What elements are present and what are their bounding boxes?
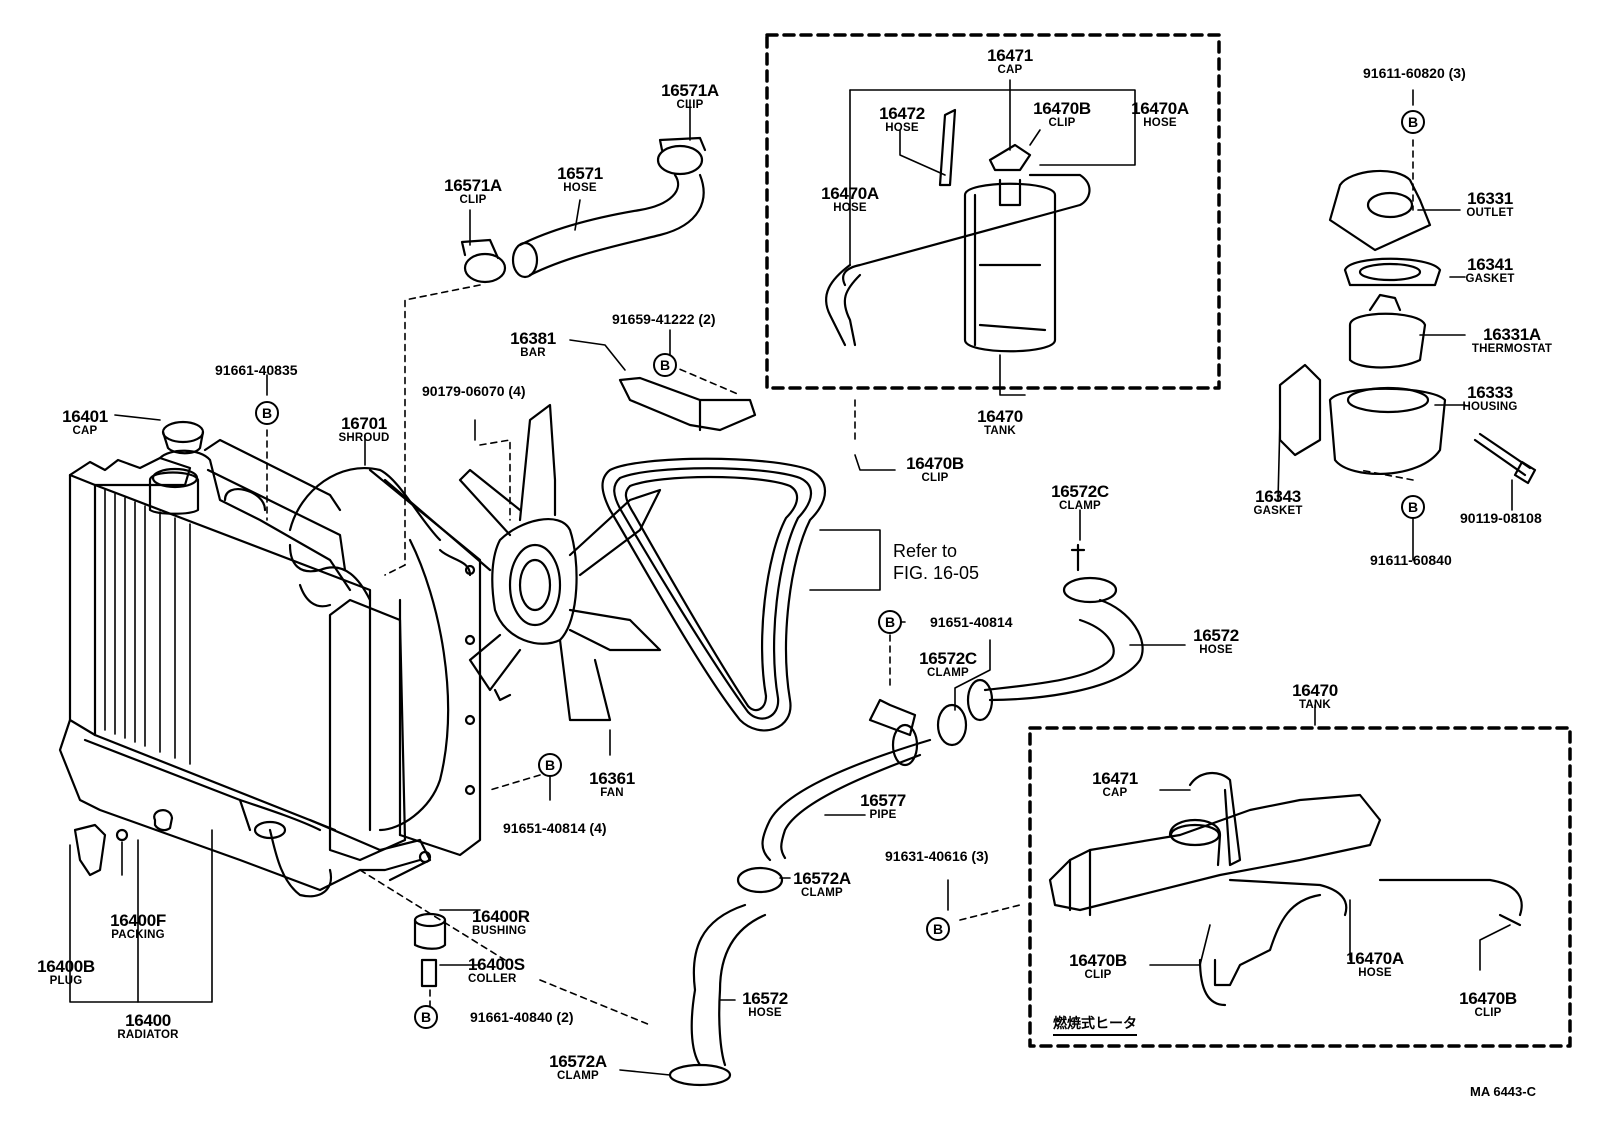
bolt-ref-91661-40835: 91661-40835: [215, 362, 298, 378]
small-parts-drawing: [73, 809, 447, 988]
bolt-symbol: B: [878, 610, 902, 634]
heater-tank-box: [1028, 726, 1572, 1048]
drawing-code: MA 6443-C: [1470, 1084, 1536, 1099]
bolt-symbol: B: [926, 917, 950, 941]
bolt-symbol: B: [255, 401, 279, 425]
lower-hose-drawing: [668, 543, 1144, 1087]
upper-hose-drawing: [460, 136, 707, 284]
radiator-cap-drawing: [161, 420, 205, 455]
bar-drawing: [618, 376, 757, 432]
bolt-symbol: B: [1401, 495, 1425, 519]
thermostat-group-drawing: [1278, 169, 1537, 485]
bolt-ref-91659-41222: 91659-41222 (2): [612, 311, 716, 327]
heater-label: 燃焼式ヒータ: [1053, 1013, 1137, 1036]
refer-to-line1: Refer to: [893, 541, 958, 561]
ref-90179-06070: 90179-06070 (4): [422, 383, 526, 399]
fan-drawing: [458, 403, 662, 722]
bolt-ref-91651-40814: 91651-40814: [930, 614, 1013, 630]
bolt-symbol: B: [414, 1005, 438, 1029]
refer-to-line2: FIG. 16-05: [893, 563, 980, 583]
heater-tank-drawing: [1048, 772, 1523, 1007]
bolt-symbol: B: [538, 753, 562, 777]
v-belt-drawing: [601, 457, 826, 732]
leader-lines: [69, 79, 1513, 1076]
bolt-ref-91661-40840: 91661-40840 (2): [470, 1009, 574, 1025]
reserve-tank-drawing: [825, 108, 1091, 353]
bolt-ref-91611-60820: 91611-60820 (3): [1363, 65, 1466, 81]
bolt-ref-91631-40616: 91631-40616 (3): [885, 848, 989, 864]
ref-90119-08108: 90119-08108: [1460, 510, 1542, 526]
bolt-symbol: B: [1401, 110, 1425, 134]
bolt-symbol: B: [653, 353, 677, 377]
reserve-tank-box: [765, 33, 1221, 390]
bolt-ref-91651-40814-4: 91651-40814 (4): [503, 820, 607, 836]
refer-to-note: Refer to FIG. 16-05: [893, 540, 979, 584]
bolt-ref-91611-60840: 91611-60840: [1370, 552, 1452, 568]
radiator-drawing: [58, 438, 432, 898]
shroud-drawing: [288, 467, 492, 857]
